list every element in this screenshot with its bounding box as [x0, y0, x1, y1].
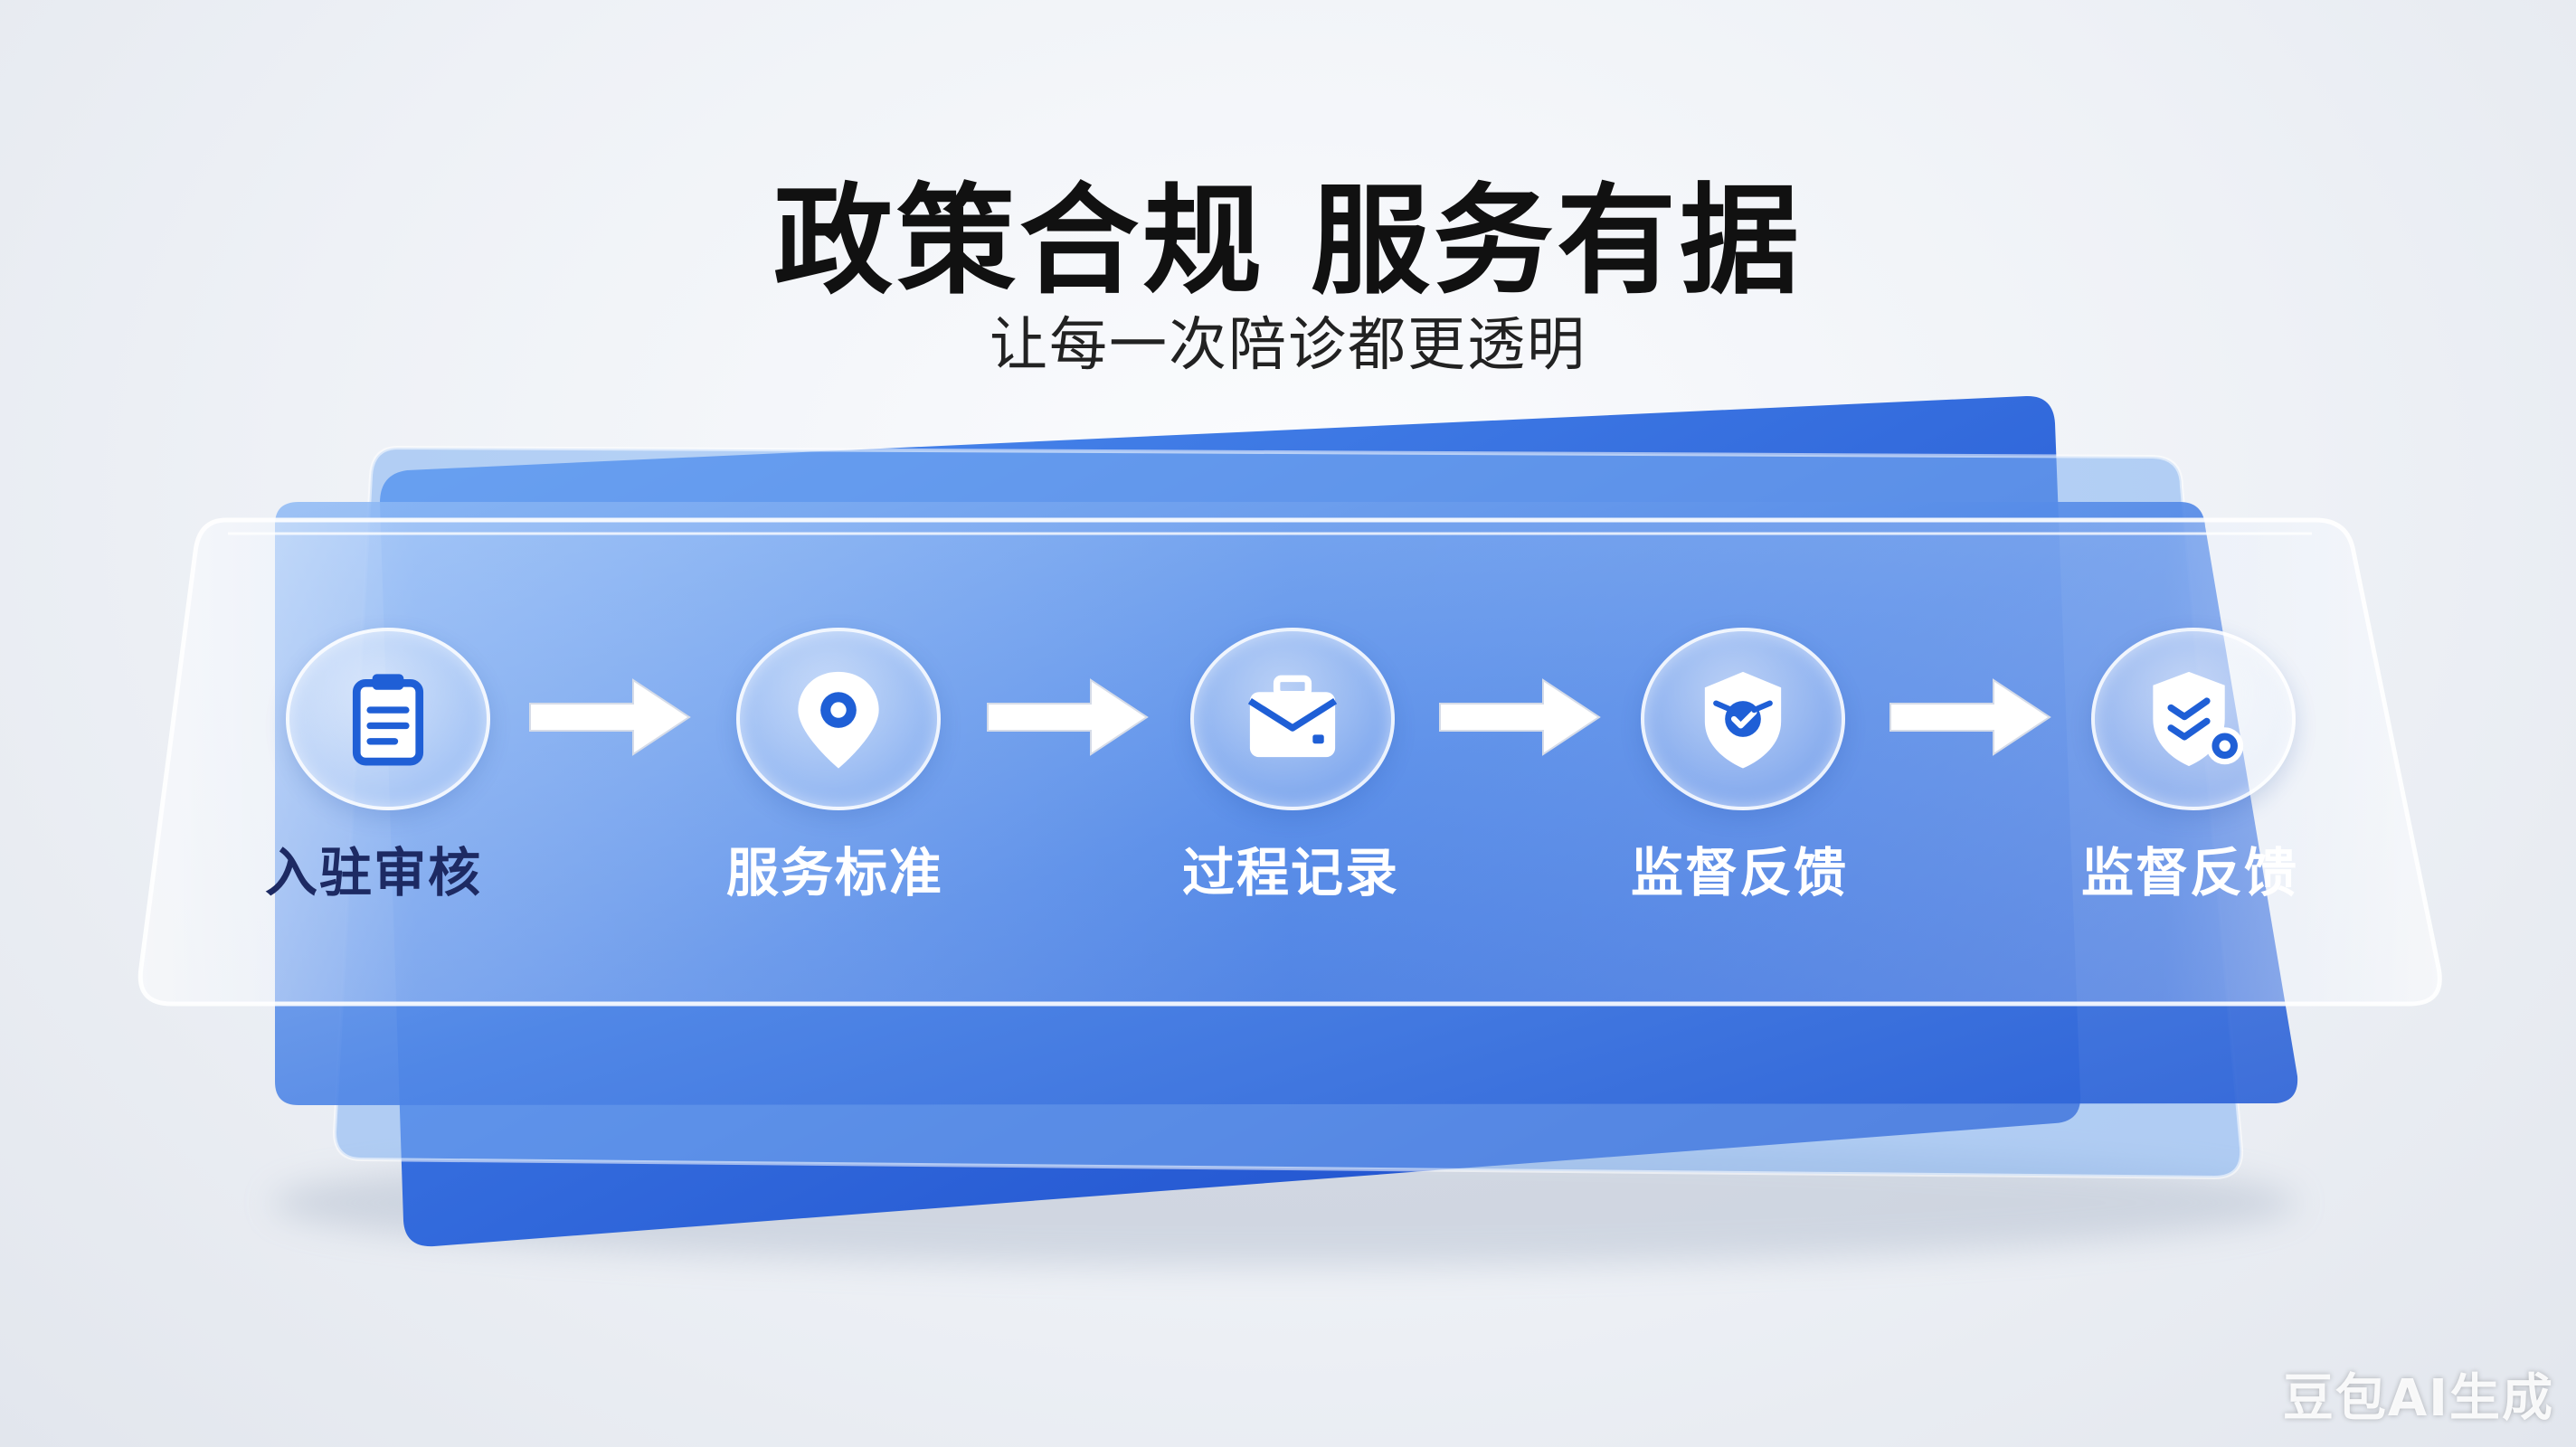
step-3-circle: [1190, 628, 1395, 810]
step-3-label: 过程记录: [1181, 842, 1399, 903]
clipboard-icon: [352, 674, 424, 766]
step-4-label: 监督反馈: [1630, 842, 1848, 903]
arrow-right-icon: [1889, 678, 2051, 756]
step-1-label: 入驻审核: [264, 842, 482, 903]
step-5-circle: [2091, 628, 2296, 810]
location-pin-icon: [798, 671, 879, 769]
arrow-right-icon: [1439, 678, 1601, 756]
subtitle: 让每一次陪诊都更透明: [990, 312, 1586, 379]
step-2-label: 服务标准: [725, 842, 943, 903]
briefcase-icon: [1247, 675, 1338, 758]
step-2-circle: [736, 628, 941, 810]
step-1-circle: [286, 628, 490, 810]
arrow-right-icon: [987, 678, 1149, 756]
main-title: 政策合规 服务有据: [773, 172, 1803, 311]
shield-badge-icon: [1704, 671, 1782, 769]
arrow-right-icon: [529, 678, 691, 756]
step-4-circle: [1641, 628, 1845, 810]
step-5-label: 监督反馈: [2080, 842, 2298, 903]
watermark: 豆包AI生成: [2282, 1369, 2554, 1428]
shield-check-icon: [2153, 671, 2244, 767]
